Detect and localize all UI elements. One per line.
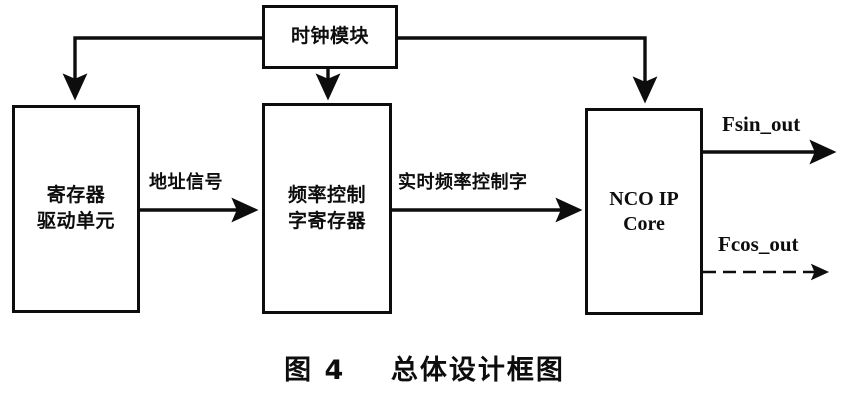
edge-label-address-signal: 地址信号	[149, 172, 223, 193]
edge-label-fcos-out: Fcos_out	[718, 232, 799, 256]
edge-label-realtime-frequency-control-word: 实时频率控制字	[398, 172, 528, 193]
node-clock-module-label: 时钟模块	[290, 25, 369, 48]
node-nco-ip-core[interactable]: NCO IP Core	[585, 108, 703, 315]
figure-caption: 图 4 总体设计框图	[284, 355, 565, 386]
node-nco-ip-core-label-line2: Core	[623, 212, 665, 235]
edge-label-fsin-out: Fsin_out	[722, 112, 801, 136]
node-frequency-control-word-register[interactable]: 频率控制 字寄存器	[262, 103, 392, 314]
node-register-drive-unit[interactable]: 寄存器 驱动单元	[12, 105, 140, 313]
node-nco-ip-core-label-line1: NCO IP	[609, 187, 679, 210]
node-register-drive-unit-label-line2: 驱动单元	[36, 210, 115, 232]
node-frequency-control-word-register-label-line1: 频率控制	[287, 183, 366, 206]
node-frequency-control-word-register-label-line2: 字寄存器	[287, 209, 366, 232]
connector-clock-to-nco-core	[398, 36, 658, 104]
node-clock-module[interactable]: 时钟模块	[262, 5, 398, 69]
connector-clock-to-register-drive	[62, 36, 262, 101]
node-register-drive-unit-label-line1: 寄存器	[46, 184, 106, 207]
